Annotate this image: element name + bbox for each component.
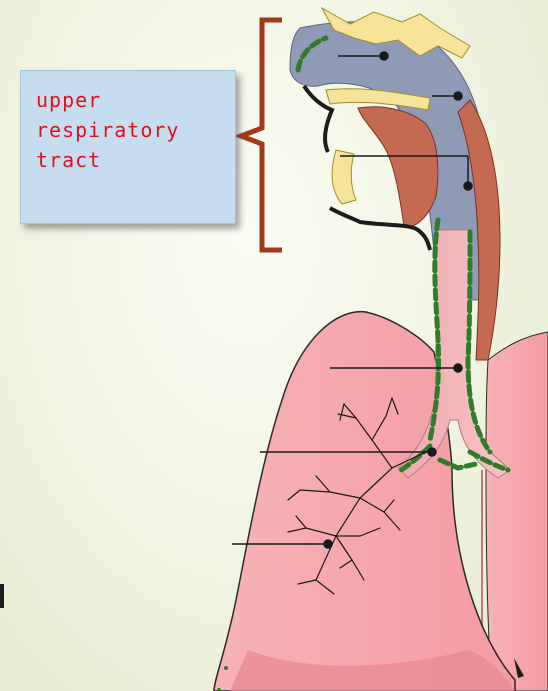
upper-tract-bracket	[241, 20, 282, 250]
trachea-lumen	[446, 240, 462, 400]
upper-respiratory-tract-callout: upper respiratory tract	[20, 70, 236, 224]
tongue	[358, 107, 438, 227]
left-edge-mark	[0, 584, 4, 608]
right-lung	[486, 332, 548, 691]
jaw-teeth	[332, 150, 356, 204]
callout-label: upper respiratory tract	[36, 85, 235, 175]
